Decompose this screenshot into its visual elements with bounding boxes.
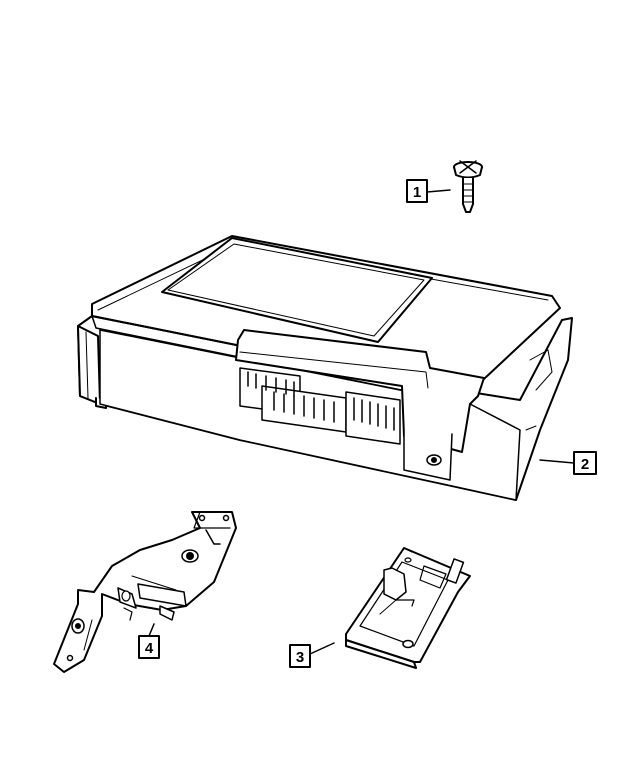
bracket-part-4 [53, 511, 237, 673]
module-part-2 [77, 235, 573, 501]
callout-label-2: 2 [581, 456, 589, 473]
callout-box-1 [406, 179, 451, 203]
callout-label-3: 3 [296, 649, 304, 666]
callout-box-3 [289, 642, 335, 668]
screw-part-1 [453, 160, 483, 213]
callout-box-2 [539, 451, 597, 475]
callout-label-4: 4 [145, 640, 154, 657]
bracket-part-3 [345, 547, 471, 669]
callout-box-4 [138, 623, 160, 659]
callout-label-1: 1 [413, 184, 421, 201]
